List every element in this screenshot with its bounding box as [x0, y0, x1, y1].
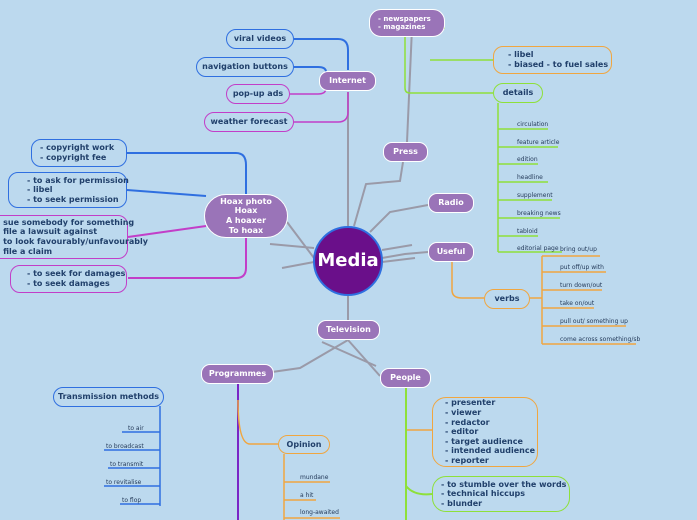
navigation-buttons-node[interactable]: navigation buttons: [196, 57, 294, 77]
detail-item[interactable]: breaking news: [517, 210, 561, 217]
lawsuit-node[interactable]: - sue somebody for something - file a la…: [0, 215, 148, 259]
people-phrases-node[interactable]: - to stumble over the words - technical …: [432, 476, 570, 512]
details-node[interactable]: details: [493, 83, 543, 103]
detail-item[interactable]: editorial page: [517, 245, 559, 252]
transmission-item[interactable]: to transmit: [110, 461, 144, 468]
verb-item[interactable]: take on/out: [560, 300, 595, 307]
detail-item[interactable]: circulation: [517, 121, 549, 128]
programmes-node[interactable]: Programmes: [201, 364, 274, 384]
useful-node[interactable]: Useful: [428, 242, 474, 262]
pop-up-ads-node[interactable]: pop-up ads: [226, 84, 290, 104]
transmission-item[interactable]: to air: [128, 425, 144, 432]
viral-videos-node[interactable]: viral videos: [226, 29, 294, 49]
people-roles-node[interactable]: - presenter - viewer - redactor - editor…: [432, 397, 538, 467]
libel-node[interactable]: - libel - biased - to fuel sales: [493, 46, 612, 74]
opinion-node[interactable]: Opinion: [278, 435, 330, 454]
papers-node[interactable]: - newspapers - magazines: [369, 9, 445, 37]
detail-item[interactable]: supplement: [517, 192, 553, 199]
damages-node[interactable]: - to seek for damages - to seek damages: [10, 265, 127, 293]
internet-node[interactable]: Internet: [319, 71, 376, 91]
press-node[interactable]: Press: [383, 142, 428, 162]
permission-node[interactable]: - to ask for permission - libel - to see…: [8, 172, 129, 208]
television-node[interactable]: Television: [317, 320, 380, 340]
detail-item[interactable]: headline: [517, 174, 543, 181]
verbs-node[interactable]: verbs: [484, 289, 530, 309]
opinion-item[interactable]: mundane: [300, 474, 329, 481]
transmission-item[interactable]: to revitalise: [106, 479, 142, 486]
verb-item[interactable]: bring out/up: [560, 246, 597, 253]
verb-item[interactable]: come across something/sb: [560, 336, 641, 343]
opinion-item[interactable]: long-awaited: [300, 509, 339, 516]
transmission-item[interactable]: to broadcast: [106, 443, 144, 450]
people-node[interactable]: People: [380, 368, 431, 388]
copyright-node[interactable]: - copyright work - copyright fee: [31, 139, 127, 167]
radio-node[interactable]: Radio: [428, 193, 474, 213]
detail-item[interactable]: feature article: [517, 139, 560, 146]
opinion-item[interactable]: a hit: [300, 492, 314, 499]
transmission-item[interactable]: to flop: [122, 497, 142, 504]
central-topic[interactable]: Media: [313, 226, 383, 296]
verb-item[interactable]: turn down/out: [560, 282, 603, 289]
verb-item[interactable]: put off/up with: [560, 264, 604, 271]
detail-item[interactable]: tabloid: [517, 228, 538, 235]
verb-item[interactable]: pull out/ something up: [560, 318, 628, 325]
transmission-methods-node[interactable]: Transmission methods: [53, 387, 164, 407]
hoax-node[interactable]: Hoax photo Hoax A hoaxer To hoax: [204, 194, 288, 238]
detail-item[interactable]: edition: [517, 156, 538, 163]
weather-forecast-node[interactable]: weather forecast: [204, 112, 294, 132]
